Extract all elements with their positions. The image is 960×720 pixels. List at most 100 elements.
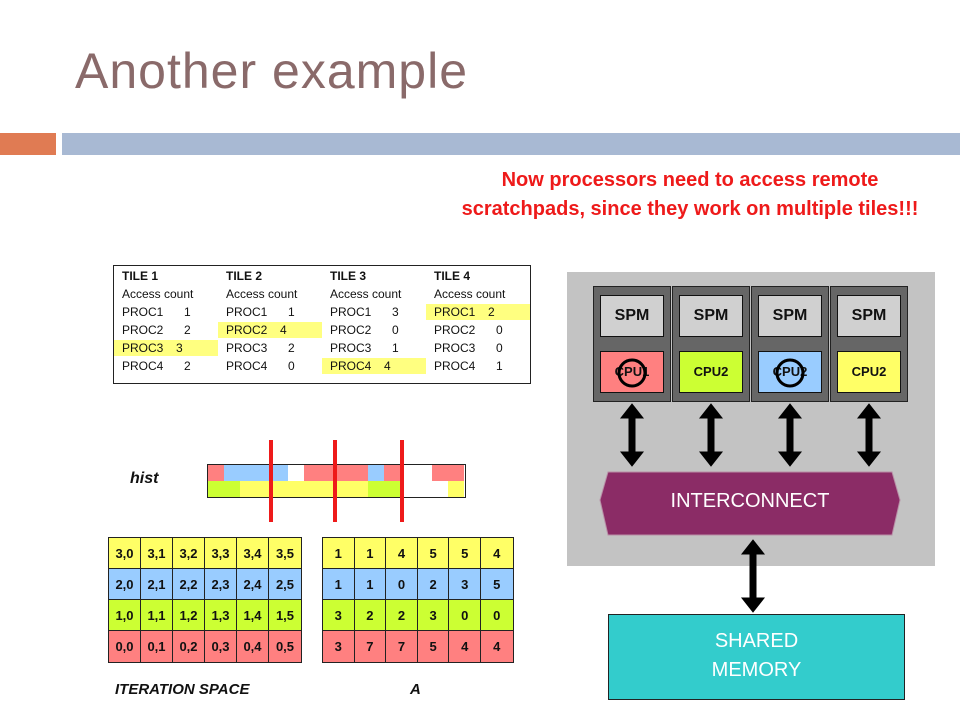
hist-segment bbox=[448, 481, 464, 497]
hist-segment bbox=[352, 465, 368, 481]
grid-cell: 2,1 bbox=[141, 569, 173, 600]
hist-cell bbox=[240, 465, 272, 497]
tile-name: TILE 1 bbox=[122, 269, 159, 283]
hist-segment bbox=[352, 481, 368, 497]
grid-cell: 0 bbox=[481, 600, 513, 631]
hist-cell bbox=[368, 465, 400, 497]
tile-header: Access count bbox=[330, 287, 402, 301]
grid-cell: 2 bbox=[386, 600, 418, 631]
grid-cell: 4 bbox=[481, 538, 513, 569]
interconnect-label: INTERCONNECT bbox=[670, 490, 830, 512]
access-count: 2 bbox=[184, 359, 191, 373]
shared-memory-label-line1: SHARED bbox=[714, 630, 799, 652]
grid-cell: 5 bbox=[417, 538, 450, 569]
grid-cell: 3 bbox=[449, 569, 481, 600]
proc-name: PROC4 bbox=[226, 359, 268, 373]
grid-cell: 2,3 bbox=[205, 569, 237, 600]
grid-cell: 1,0 bbox=[109, 600, 141, 631]
slide-title: Another example bbox=[75, 43, 469, 99]
hist-cell bbox=[208, 465, 240, 497]
grid-cell: 3 bbox=[323, 600, 355, 631]
cpu-box: CPU2 bbox=[679, 351, 743, 393]
proc-name: PROC2 bbox=[434, 323, 476, 337]
grid-cell: 2,4 bbox=[237, 569, 269, 600]
grid-cell: 3,3 bbox=[205, 538, 237, 569]
array-a-label: A bbox=[410, 681, 421, 698]
grid-cell: 1,4 bbox=[237, 600, 269, 631]
access-count: 2 bbox=[288, 341, 295, 355]
grid-cell: 7 bbox=[354, 631, 387, 662]
grid-cell: 5 bbox=[449, 538, 481, 569]
grid-cell: 0 bbox=[386, 569, 418, 600]
grid-cell: 5 bbox=[417, 631, 450, 662]
note-text: Now processors need to access remote scr… bbox=[461, 169, 919, 220]
proc-name: PROC3 bbox=[122, 341, 164, 355]
grid-cell: 7 bbox=[386, 631, 418, 662]
grid-cell: 1,3 bbox=[205, 600, 237, 631]
grid-cell: 0,4 bbox=[237, 631, 269, 662]
remote-access-marker bbox=[775, 358, 805, 388]
hist-segment bbox=[320, 465, 336, 481]
access-count: 1 bbox=[184, 305, 191, 319]
grid-cell: 1 bbox=[354, 538, 387, 569]
iteration-space-label: ITERATION SPACE bbox=[115, 681, 250, 698]
processor-2: SPM CPU2 bbox=[672, 286, 750, 402]
grid-cell: 3,0 bbox=[109, 538, 141, 569]
bidirectional-arrow bbox=[698, 403, 724, 467]
grid-cell: 4 bbox=[386, 538, 418, 569]
spm-box: SPM bbox=[679, 295, 743, 337]
grid-cell: 3 bbox=[323, 631, 355, 662]
hist-segment bbox=[400, 481, 416, 497]
hist-segment bbox=[256, 481, 272, 497]
hist-segment bbox=[208, 481, 224, 497]
cpu-box: CPU2 bbox=[837, 351, 901, 393]
grid-cell: 3 bbox=[417, 600, 450, 631]
grid-cell: 1,1 bbox=[141, 600, 173, 631]
remote-access-marker bbox=[617, 358, 647, 388]
access-count: 4 bbox=[280, 323, 287, 337]
shared-memory-box: SHARED MEMORY bbox=[608, 614, 905, 700]
access-count: 3 bbox=[392, 305, 399, 319]
grid-cell: 0,0 bbox=[109, 631, 141, 662]
hist-segment bbox=[368, 465, 384, 481]
proc-name: PROC1 bbox=[122, 305, 164, 319]
hist-cell bbox=[400, 465, 432, 497]
partition-marker bbox=[400, 440, 404, 522]
proc-name: PROC1 bbox=[434, 305, 476, 319]
grid-cell: 4 bbox=[449, 631, 481, 662]
tile-access-row: PROC4 2 bbox=[122, 358, 212, 374]
tile-header: Access count bbox=[434, 287, 506, 301]
grid-cell: 0 bbox=[449, 600, 481, 631]
grid-cell: 2,5 bbox=[269, 569, 301, 600]
hist-label: hist bbox=[130, 470, 159, 487]
hist-segment bbox=[336, 481, 352, 497]
bidirectional-arrow bbox=[777, 403, 803, 467]
hist-cell bbox=[272, 465, 304, 497]
hist-segment bbox=[272, 465, 288, 481]
tile-header: Access count bbox=[122, 287, 194, 301]
hist-cell bbox=[304, 465, 336, 497]
proc-name: PROC1 bbox=[226, 305, 268, 319]
architecture-arrows bbox=[599, 403, 901, 613]
access-count: 0 bbox=[496, 323, 503, 337]
proc-name: PROC4 bbox=[122, 359, 164, 373]
proc-name: PROC3 bbox=[330, 341, 372, 355]
shared-memory-label-line2: MEMORY bbox=[711, 659, 802, 681]
access-count: 0 bbox=[392, 323, 399, 337]
access-count: 0 bbox=[496, 341, 503, 355]
grid-cell: 1,5 bbox=[269, 600, 301, 631]
hist-segment bbox=[288, 481, 304, 497]
